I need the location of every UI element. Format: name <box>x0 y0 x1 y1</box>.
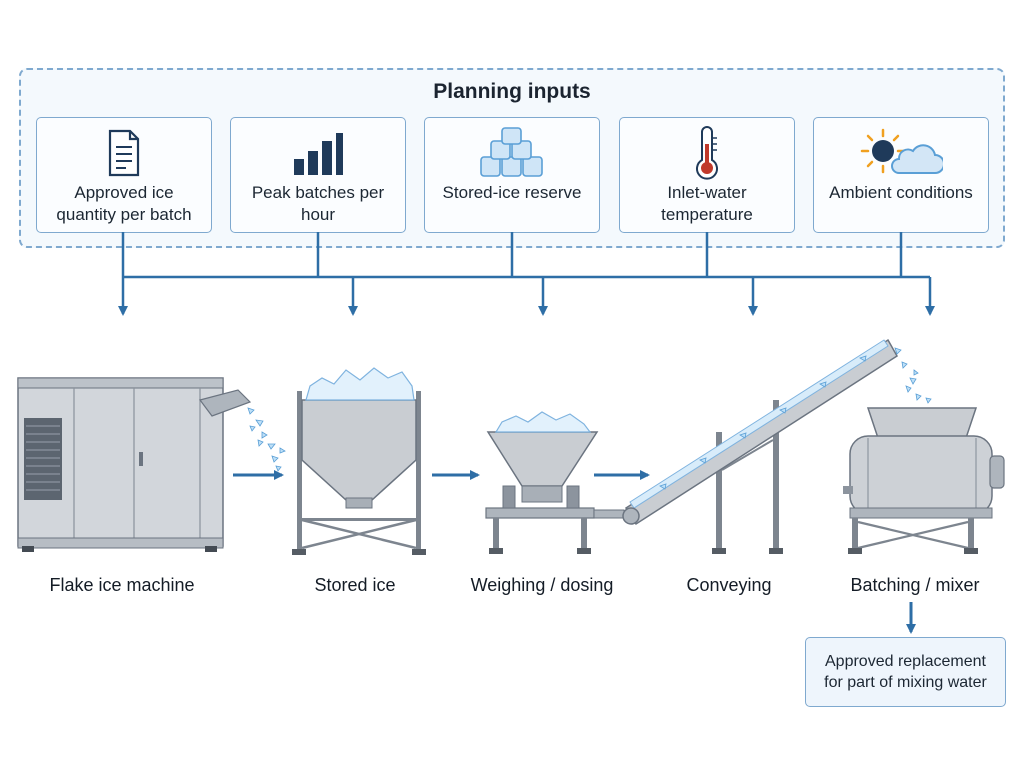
input-label: Stored-ice reserve <box>442 183 582 202</box>
stage-label-conveying: Conveying <box>686 575 772 595</box>
stage-label-stored-ice: Stored ice <box>314 575 396 595</box>
input-label: Ambient conditions <box>829 183 973 202</box>
sun-cloud-icon <box>814 126 988 180</box>
planning-title: Planning inputs <box>433 80 591 103</box>
input-card-peak-batches: Peak batches per hour <box>230 117 406 233</box>
conveyor-icon <box>622 338 932 554</box>
bar-chart-icon <box>231 126 405 180</box>
thermometer-icon <box>620 126 794 180</box>
input-label: Approved ice quantity per batch <box>56 183 192 224</box>
weighing-dosing-icon <box>485 411 625 554</box>
process-flow-arrows <box>233 470 916 634</box>
stage-label-weighing-dosing: Weighing / dosing <box>470 575 614 595</box>
planning-inputs-panel: Planning inputs Approved ice quantity pe… <box>19 68 1005 248</box>
input-label: Inlet-water temperature <box>661 183 753 224</box>
stage-label-batching-mixer: Batching / mixer <box>850 575 980 595</box>
document-icon <box>37 126 211 180</box>
input-label: Peak batches per hour <box>251 183 385 224</box>
input-card-approved-ice-quantity: Approved ice quantity per batch <box>36 117 212 233</box>
storage-hopper-icon <box>292 367 426 555</box>
mixer-icon <box>843 407 1005 554</box>
output-label: Approved replacement for part of mixing … <box>824 653 987 691</box>
output-box: Approved replacement for part of mixing … <box>805 637 1006 707</box>
input-card-ambient-conditions: Ambient conditions <box>813 117 989 233</box>
flake-ice-machine-icon <box>17 377 286 552</box>
input-card-inlet-water-temperature: Inlet-water temperature <box>619 117 795 233</box>
ice-cubes-icon <box>425 126 599 180</box>
input-card-stored-ice-reserve: Stored-ice reserve <box>424 117 600 233</box>
stage-label-flake-ice-machine: Flake ice machine <box>49 575 195 595</box>
input-distribution-lines <box>118 232 935 316</box>
